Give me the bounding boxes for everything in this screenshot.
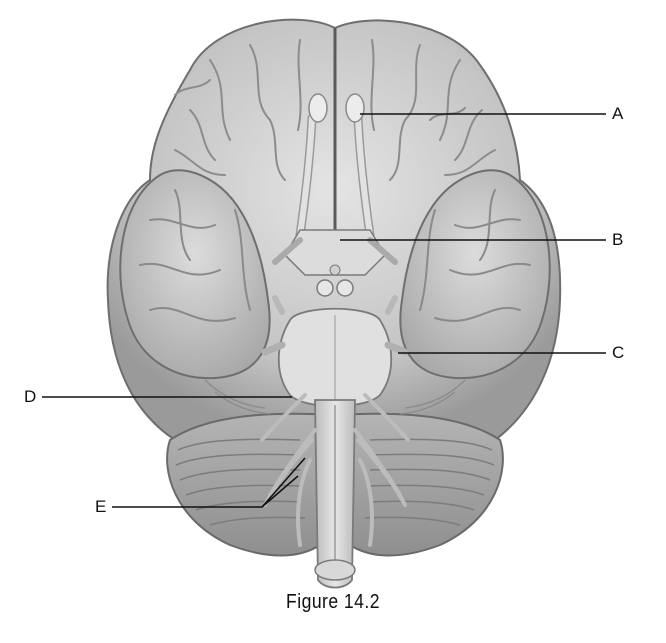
temporal-lobes (119, 169, 551, 380)
olfactory-structures (295, 93, 375, 240)
label-e: E (95, 497, 107, 516)
frontal-gyri (174, 39, 496, 181)
leader-line-e (112, 457, 306, 508)
olfactory-bulb-right (345, 93, 365, 123)
spinal-cord-cross-section (314, 559, 356, 581)
pons (261, 295, 409, 408)
medulla-oblongata (314, 399, 356, 589)
mammillary-body-left (316, 279, 334, 297)
optic-chiasma-region (272, 229, 398, 297)
leader-lines (42, 113, 606, 508)
label-b: B (612, 230, 624, 249)
olfactory-bulb-left (308, 93, 328, 123)
mammillary-body-right (336, 279, 354, 297)
label-d: D (24, 387, 37, 406)
label-a: A (612, 104, 624, 123)
figure-caption: Figure 14.2 (286, 591, 380, 613)
label-c: C (612, 343, 625, 362)
